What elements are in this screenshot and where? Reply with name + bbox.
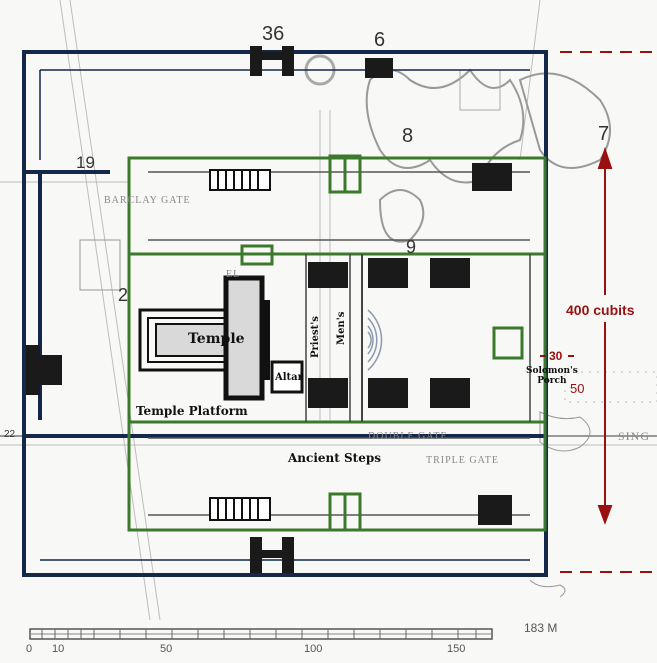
dimension-50: 50	[570, 381, 585, 396]
el-label: EL	[226, 269, 241, 280]
dimension-30: 30	[549, 349, 563, 363]
scale-bar	[29, 628, 493, 640]
sing-label: SING	[618, 429, 651, 443]
scale-tick-label: 150	[447, 643, 466, 655]
mens-court-label: Men's	[336, 311, 347, 345]
barclay-gate-label: BARCLAY GATE	[104, 195, 191, 206]
green-gates	[240, 154, 524, 532]
concentric-arcs	[367, 309, 383, 371]
temple-building	[138, 275, 270, 401]
scale-end-label: 183 M	[524, 621, 558, 635]
map-number-6: 6	[374, 29, 386, 51]
scale-tick-label: 50	[160, 643, 173, 655]
temple-label: Temple	[188, 331, 245, 347]
map-number-36: 36	[262, 23, 285, 45]
temple-platform-label: Temple Platform	[136, 404, 248, 418]
colonnades	[209, 169, 271, 521]
outer-enclosure-wall	[22, 50, 548, 577]
map-number-19: 19	[76, 153, 95, 172]
double-gate-label: DOUBLE GATE	[368, 431, 448, 442]
map-number-2: 2	[118, 285, 129, 305]
altar-label: Altar	[275, 372, 303, 383]
scale-tick-label: 100	[304, 643, 323, 655]
map-number-9: 9	[406, 237, 417, 257]
solomons-porch-label: Solomon's Porch	[526, 366, 578, 386]
priests-court-label: Priest's	[310, 316, 321, 358]
scale-tick-label: 10	[52, 643, 65, 655]
altar-structure	[270, 360, 304, 394]
triple-gate-label: TRIPLE GATE	[426, 455, 499, 466]
gate-towers	[26, 46, 512, 573]
ancient-steps-label: Ancient Steps	[288, 451, 381, 465]
map-number-7: 7	[598, 123, 610, 145]
map-number-22: 22	[4, 429, 16, 440]
map-number-8: 8	[402, 125, 414, 147]
dimension-400-cubits: 400 cubits	[566, 302, 635, 318]
scale-tick-label: 0	[26, 643, 33, 655]
dimension-lines	[540, 51, 657, 573]
